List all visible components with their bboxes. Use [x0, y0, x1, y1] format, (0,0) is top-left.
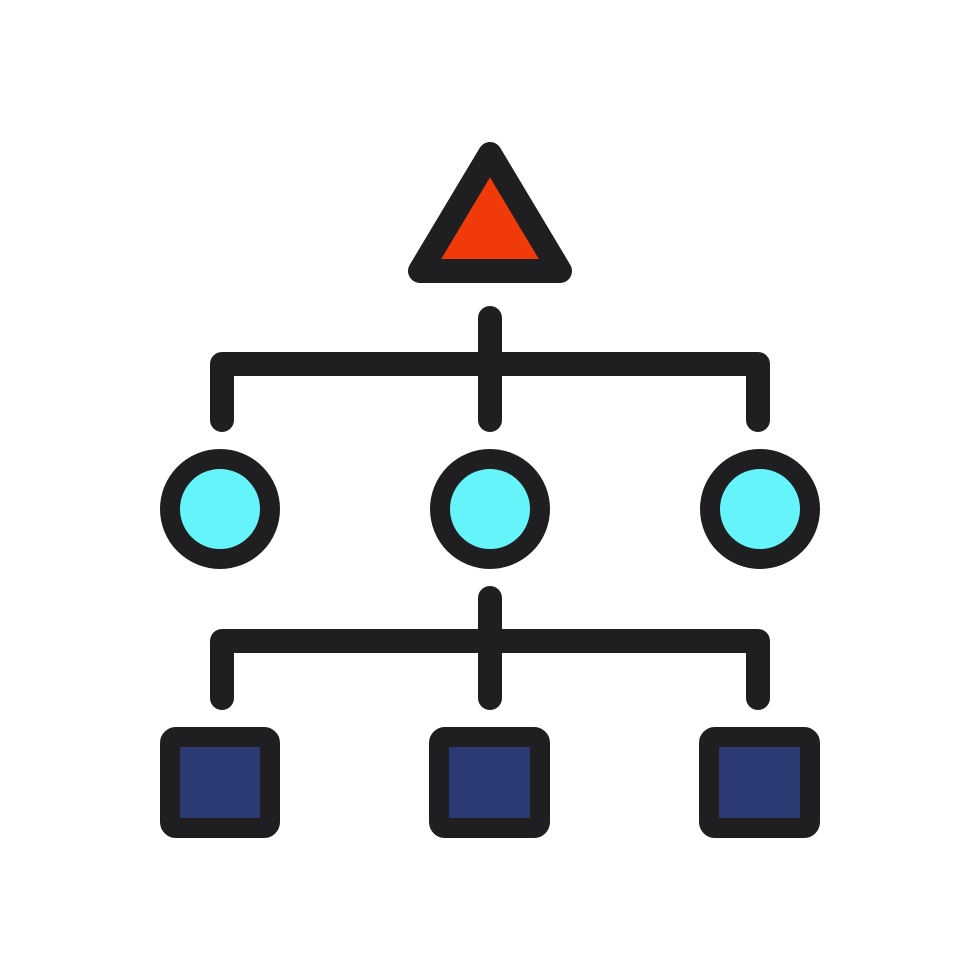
connector-top-branch [210, 352, 770, 432]
circle-node-icon-right [700, 449, 820, 569]
connectors-bottom [210, 586, 770, 710]
triangle-icon [408, 142, 572, 283]
connectors-top [210, 306, 770, 432]
circle-node-icon-center [430, 449, 550, 569]
square-node-icon-left [160, 727, 280, 838]
root-node [408, 142, 572, 283]
square-node-icon-center [429, 727, 550, 838]
connector-bottom-branch [210, 629, 770, 710]
circle-node-icon-left [160, 449, 280, 569]
level-1-nodes [160, 449, 820, 569]
level-2-nodes [160, 727, 820, 838]
square-node-icon-right [699, 727, 820, 838]
